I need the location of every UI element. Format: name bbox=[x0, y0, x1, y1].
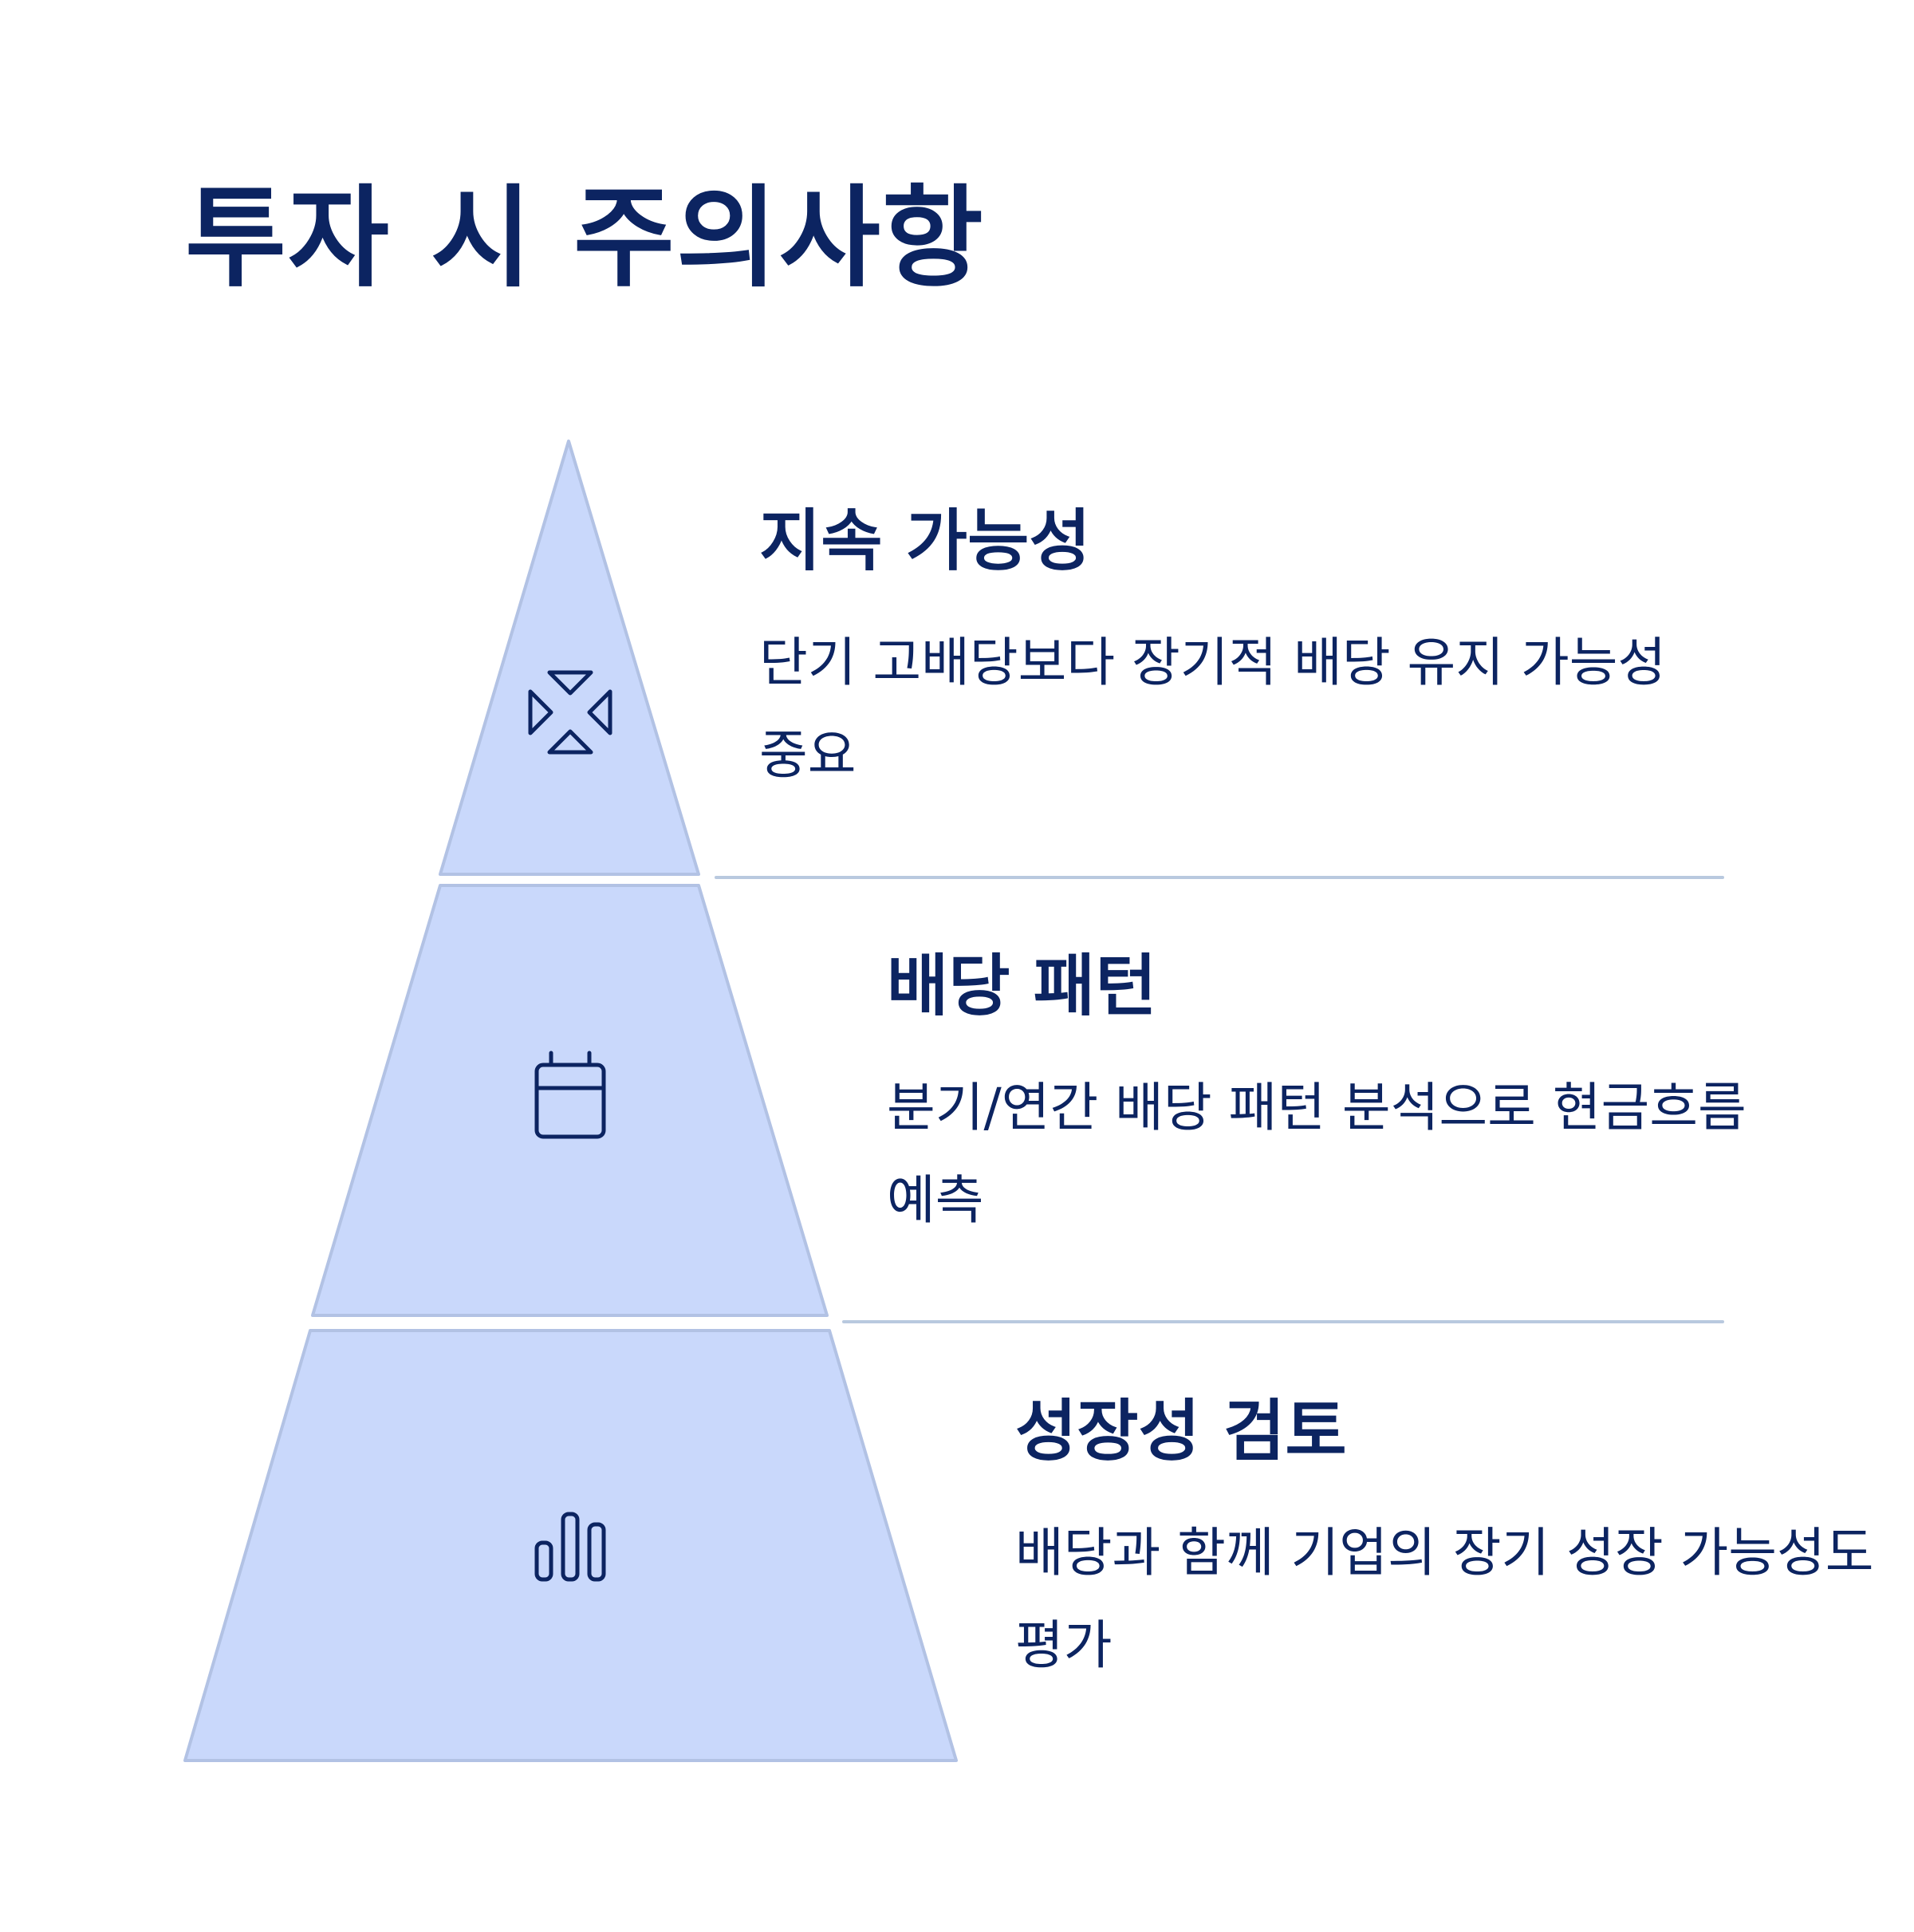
tier-text-middle: 배당 패턴 분기/연간 배당 패턴 분석으로 현금흐름 예측 bbox=[887, 946, 1844, 1247]
tier-title: 성장성 검토 bbox=[1015, 1392, 1347, 1470]
calendar-icon bbox=[534, 1051, 606, 1139]
pyramid-tier-middle bbox=[311, 884, 829, 1317]
tier-description: 단기 고배당보다 장기적 배당 유지 가능성 중요 bbox=[759, 631, 1667, 786]
tier-shape-bottom bbox=[183, 1329, 958, 1762]
tier-text-top: 지속 가능성 단기 고배당보다 장기적 배당 유지 가능성 중요 bbox=[759, 501, 1716, 802]
tier-description: 분기/연간 배당 패턴 분석으로 현금흐름 예측 bbox=[887, 1076, 1747, 1231]
tier-title: 지속 가능성 bbox=[759, 502, 1091, 580]
pyramid-tier-bottom bbox=[183, 1329, 958, 1762]
expand-arrows-icon bbox=[528, 670, 612, 755]
pyramid-tier-top bbox=[439, 440, 700, 876]
tier-text-bottom: 성장성 검토 배당과 함께 기업의 장기 성장 가능성도 평가 bbox=[1015, 1391, 1914, 1692]
tier-description: 배당과 함께 기업의 장기 성장 가능성도 평가 bbox=[1015, 1521, 1874, 1676]
tier-shape-middle bbox=[311, 884, 829, 1317]
page-title: 투자 시 주의사항 bbox=[185, 174, 985, 302]
bar-chart-icon bbox=[534, 1512, 606, 1582]
tier-shape-top bbox=[439, 440, 700, 876]
tier-title: 배당 패턴 bbox=[887, 947, 1157, 1025]
